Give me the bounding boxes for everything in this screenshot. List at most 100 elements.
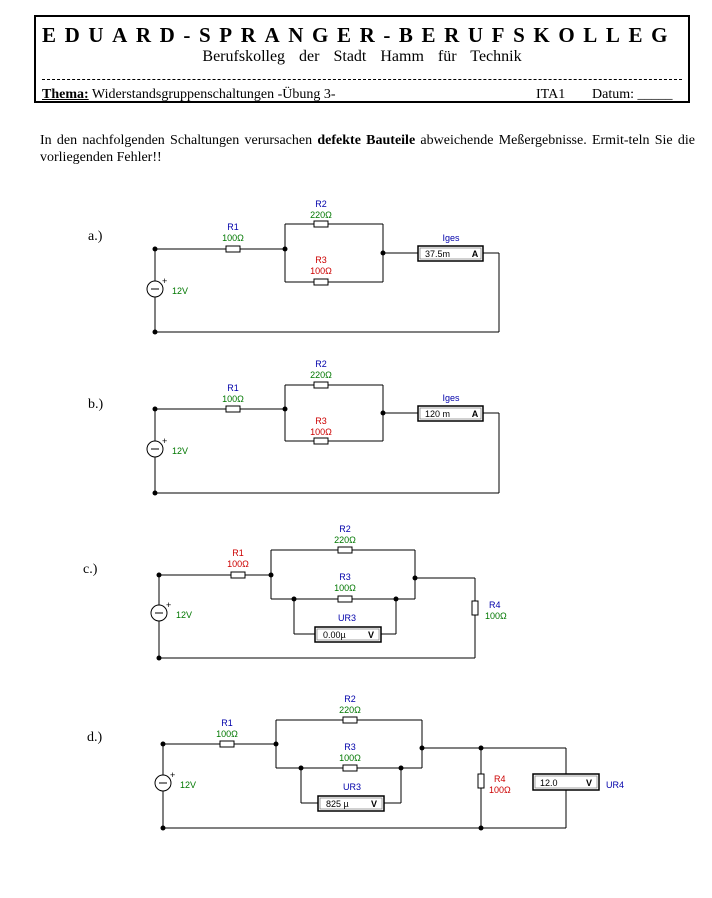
meter-name-d: UR3 (343, 782, 361, 792)
r1-value-a: 100Ω (222, 233, 244, 243)
source-value-a: 12V (172, 286, 188, 296)
source-value-d: 12V (180, 780, 196, 790)
junction-nodes-a (152, 246, 386, 335)
source-value-b: 12V (172, 446, 188, 456)
resistor-r2-d (342, 716, 358, 724)
circuit-d (162, 719, 567, 829)
resistor-r4-d (477, 773, 485, 789)
circuit-b (154, 384, 500, 494)
voltmeter-ur3-d (317, 795, 385, 812)
meter-value-b: 120 m (425, 409, 450, 419)
r1-name-b: R1 (227, 383, 239, 393)
r3-value-c: 100Ω (334, 583, 356, 593)
r2-value-a: 220Ω (310, 210, 332, 220)
r1-name-a: R1 (227, 222, 239, 232)
resistor-r1-a (225, 245, 241, 253)
topic-label: Thema: (42, 87, 89, 102)
voltage-source-b (146, 440, 164, 458)
voltage-source-d (154, 774, 172, 792)
topic-text: Widerstandsgruppenschaltungen -Übung 3- (91, 87, 336, 102)
meter2-value-d: 12.0 (540, 778, 558, 788)
r2-value-b: 220Ω (310, 370, 332, 380)
header-divider (42, 79, 682, 80)
r2-name-c: R2 (339, 524, 351, 534)
document-header: EDUARD-SPRANGER-BERUFSKOLLEG Berufskolle… (34, 15, 690, 103)
voltage-source-c (150, 604, 168, 622)
r2-name-b: R2 (315, 359, 327, 369)
intro-text-start: In den nachfolgenden Schaltungen verursa… (40, 133, 318, 148)
meter-name-a: Iges (442, 233, 460, 243)
voltmeter-c (314, 626, 382, 643)
r3-name-d: R3 (344, 742, 356, 752)
r3-value-a: 100Ω (310, 266, 332, 276)
resistor-r2-c (337, 546, 353, 554)
meter-unit-a: A (472, 249, 479, 259)
voltage-source-a (146, 280, 164, 298)
r4-value-d: 100Ω (489, 785, 511, 795)
resistor-r1-b (225, 405, 241, 413)
class-name: ITA1 (536, 87, 566, 102)
r4-value-c: 100Ω (485, 611, 507, 621)
r2-value-d: 220Ω (339, 705, 361, 715)
r1-value-b: 100Ω (222, 394, 244, 404)
intro-bold: defekte Bauteile (317, 133, 416, 148)
intro-text-end: abweichende Meßergebnisse. Ermit-teln Si… (40, 133, 695, 165)
resistor-r3-d (342, 764, 358, 772)
source-plus-a: + (162, 276, 167, 286)
r1-value-c: 100Ω (227, 559, 249, 569)
label-b: b.) (88, 397, 104, 412)
circuit-a (154, 223, 500, 333)
meter-name-b: Iges (442, 393, 460, 403)
source-plus-b: + (162, 436, 167, 446)
circuit-c (158, 549, 476, 659)
r4-name-c: R4 (489, 600, 501, 610)
meter-value-d: 825 µ (326, 799, 349, 809)
meter-value-c: 0.00µ (323, 630, 346, 640)
r1-name-c: R1 (232, 548, 244, 558)
r2-name-d: R2 (344, 694, 356, 704)
resistor-r3-a (313, 278, 329, 286)
r1-name-d: R1 (221, 718, 233, 728)
meter-name-c: UR3 (338, 613, 356, 623)
label-a: a.) (88, 229, 103, 244)
label-d: d.) (87, 730, 103, 745)
school-subtitle: Berufskolleg der Stadt Hamm für Technik (202, 48, 522, 65)
r3-name-c: R3 (339, 572, 351, 582)
resistor-r2-a (313, 220, 329, 228)
date-field: Datum: _____ (592, 87, 673, 102)
source-plus-c: + (166, 600, 171, 610)
meter2-name-d: UR4 (606, 780, 624, 790)
junction-nodes-b (152, 406, 386, 496)
junction-nodes-d (160, 741, 484, 831)
r3-name-a: R3 (315, 255, 327, 265)
r2-value-c: 220Ω (334, 535, 356, 545)
resistor-r3-c (337, 595, 353, 603)
resistor-r1-d (219, 740, 235, 748)
source-value-c: 12V (176, 610, 192, 620)
meter-unit-c: V (368, 630, 374, 640)
meter-value-a: 37.5m (425, 249, 450, 259)
r1-value-d: 100Ω (216, 729, 238, 739)
junction-nodes-c (156, 572, 418, 661)
resistor-r3-b (313, 437, 329, 445)
resistor-r4-c (471, 600, 479, 616)
ammeter-b (417, 405, 484, 422)
task-instructions: In den nachfolgenden Schaltungen verursa… (40, 132, 695, 166)
topic-line: Thema: Widerstandsgruppenschaltungen -Üb… (42, 87, 336, 103)
r3-value-b: 100Ω (310, 427, 332, 437)
meter-unit-b: A (472, 409, 479, 419)
r2-name-a: R2 (315, 199, 327, 209)
ammeter-a (417, 245, 484, 262)
resistor-r1-c (230, 571, 246, 579)
r4-name-d: R4 (494, 774, 506, 784)
meter-unit-d: V (371, 799, 377, 809)
meter2-unit-d: V (586, 778, 592, 788)
school-name: EDUARD-SPRANGER-BERUFSKOLLEG (42, 23, 677, 47)
source-plus-d: + (170, 770, 175, 780)
voltmeter-ur4-d (532, 773, 600, 791)
label-c: c.) (83, 562, 98, 577)
r3-value-d: 100Ω (339, 753, 361, 763)
resistor-r2-b (313, 381, 329, 389)
r3-name-b: R3 (315, 416, 327, 426)
